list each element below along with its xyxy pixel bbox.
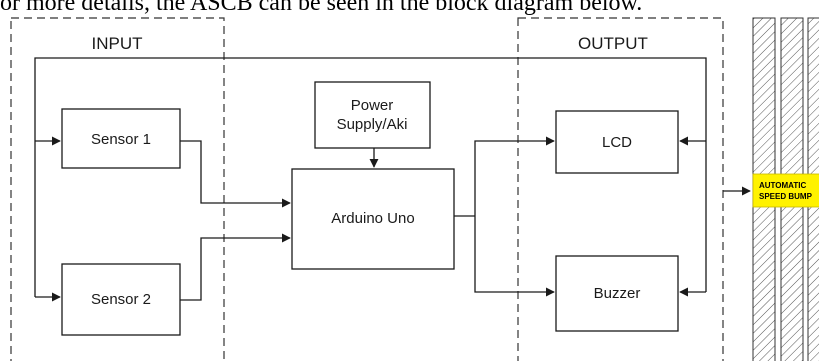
power-supply-block [314, 81, 431, 149]
feedback-loop-line [34, 57, 707, 297]
speed-bump-badge-line-2: SPEED BUMP [759, 192, 813, 201]
arduino-uno-block [291, 168, 455, 270]
sensor-2-to-arduino-arrow [180, 233, 291, 301]
arduino-uno-label: Arduino Uno [331, 210, 414, 227]
arduino-to-lcd-arrow [474, 136, 555, 216]
buzzer-label: Buzzer [594, 285, 641, 302]
lcd-label: LCD [602, 134, 632, 151]
sensor-2-block [61, 263, 181, 336]
output-group-label: OUTPUT [578, 34, 648, 53]
buzzer-block [555, 255, 679, 332]
sensor-1-to-arduino-arrow [180, 140, 291, 208]
input-group-boundary [10, 17, 225, 361]
power-supply-label-line-2: Supply/Aki [337, 116, 408, 133]
input-group-label: INPUT [92, 34, 143, 53]
speed-bump-badge-line-1: AUTOMATIC [759, 181, 806, 190]
sensor-1-label: Sensor 1 [91, 131, 151, 148]
arduino-to-buzzer-arrow [474, 216, 555, 297]
power-supply-label-line-1: Power [351, 97, 394, 114]
sensor-1-block [61, 108, 181, 169]
sensor-2-label: Sensor 2 [91, 291, 151, 308]
speed-bump-badge [752, 173, 819, 208]
caption-text: or more details, the ASCB can be seen in… [0, 0, 643, 16]
lcd-block [555, 110, 679, 174]
